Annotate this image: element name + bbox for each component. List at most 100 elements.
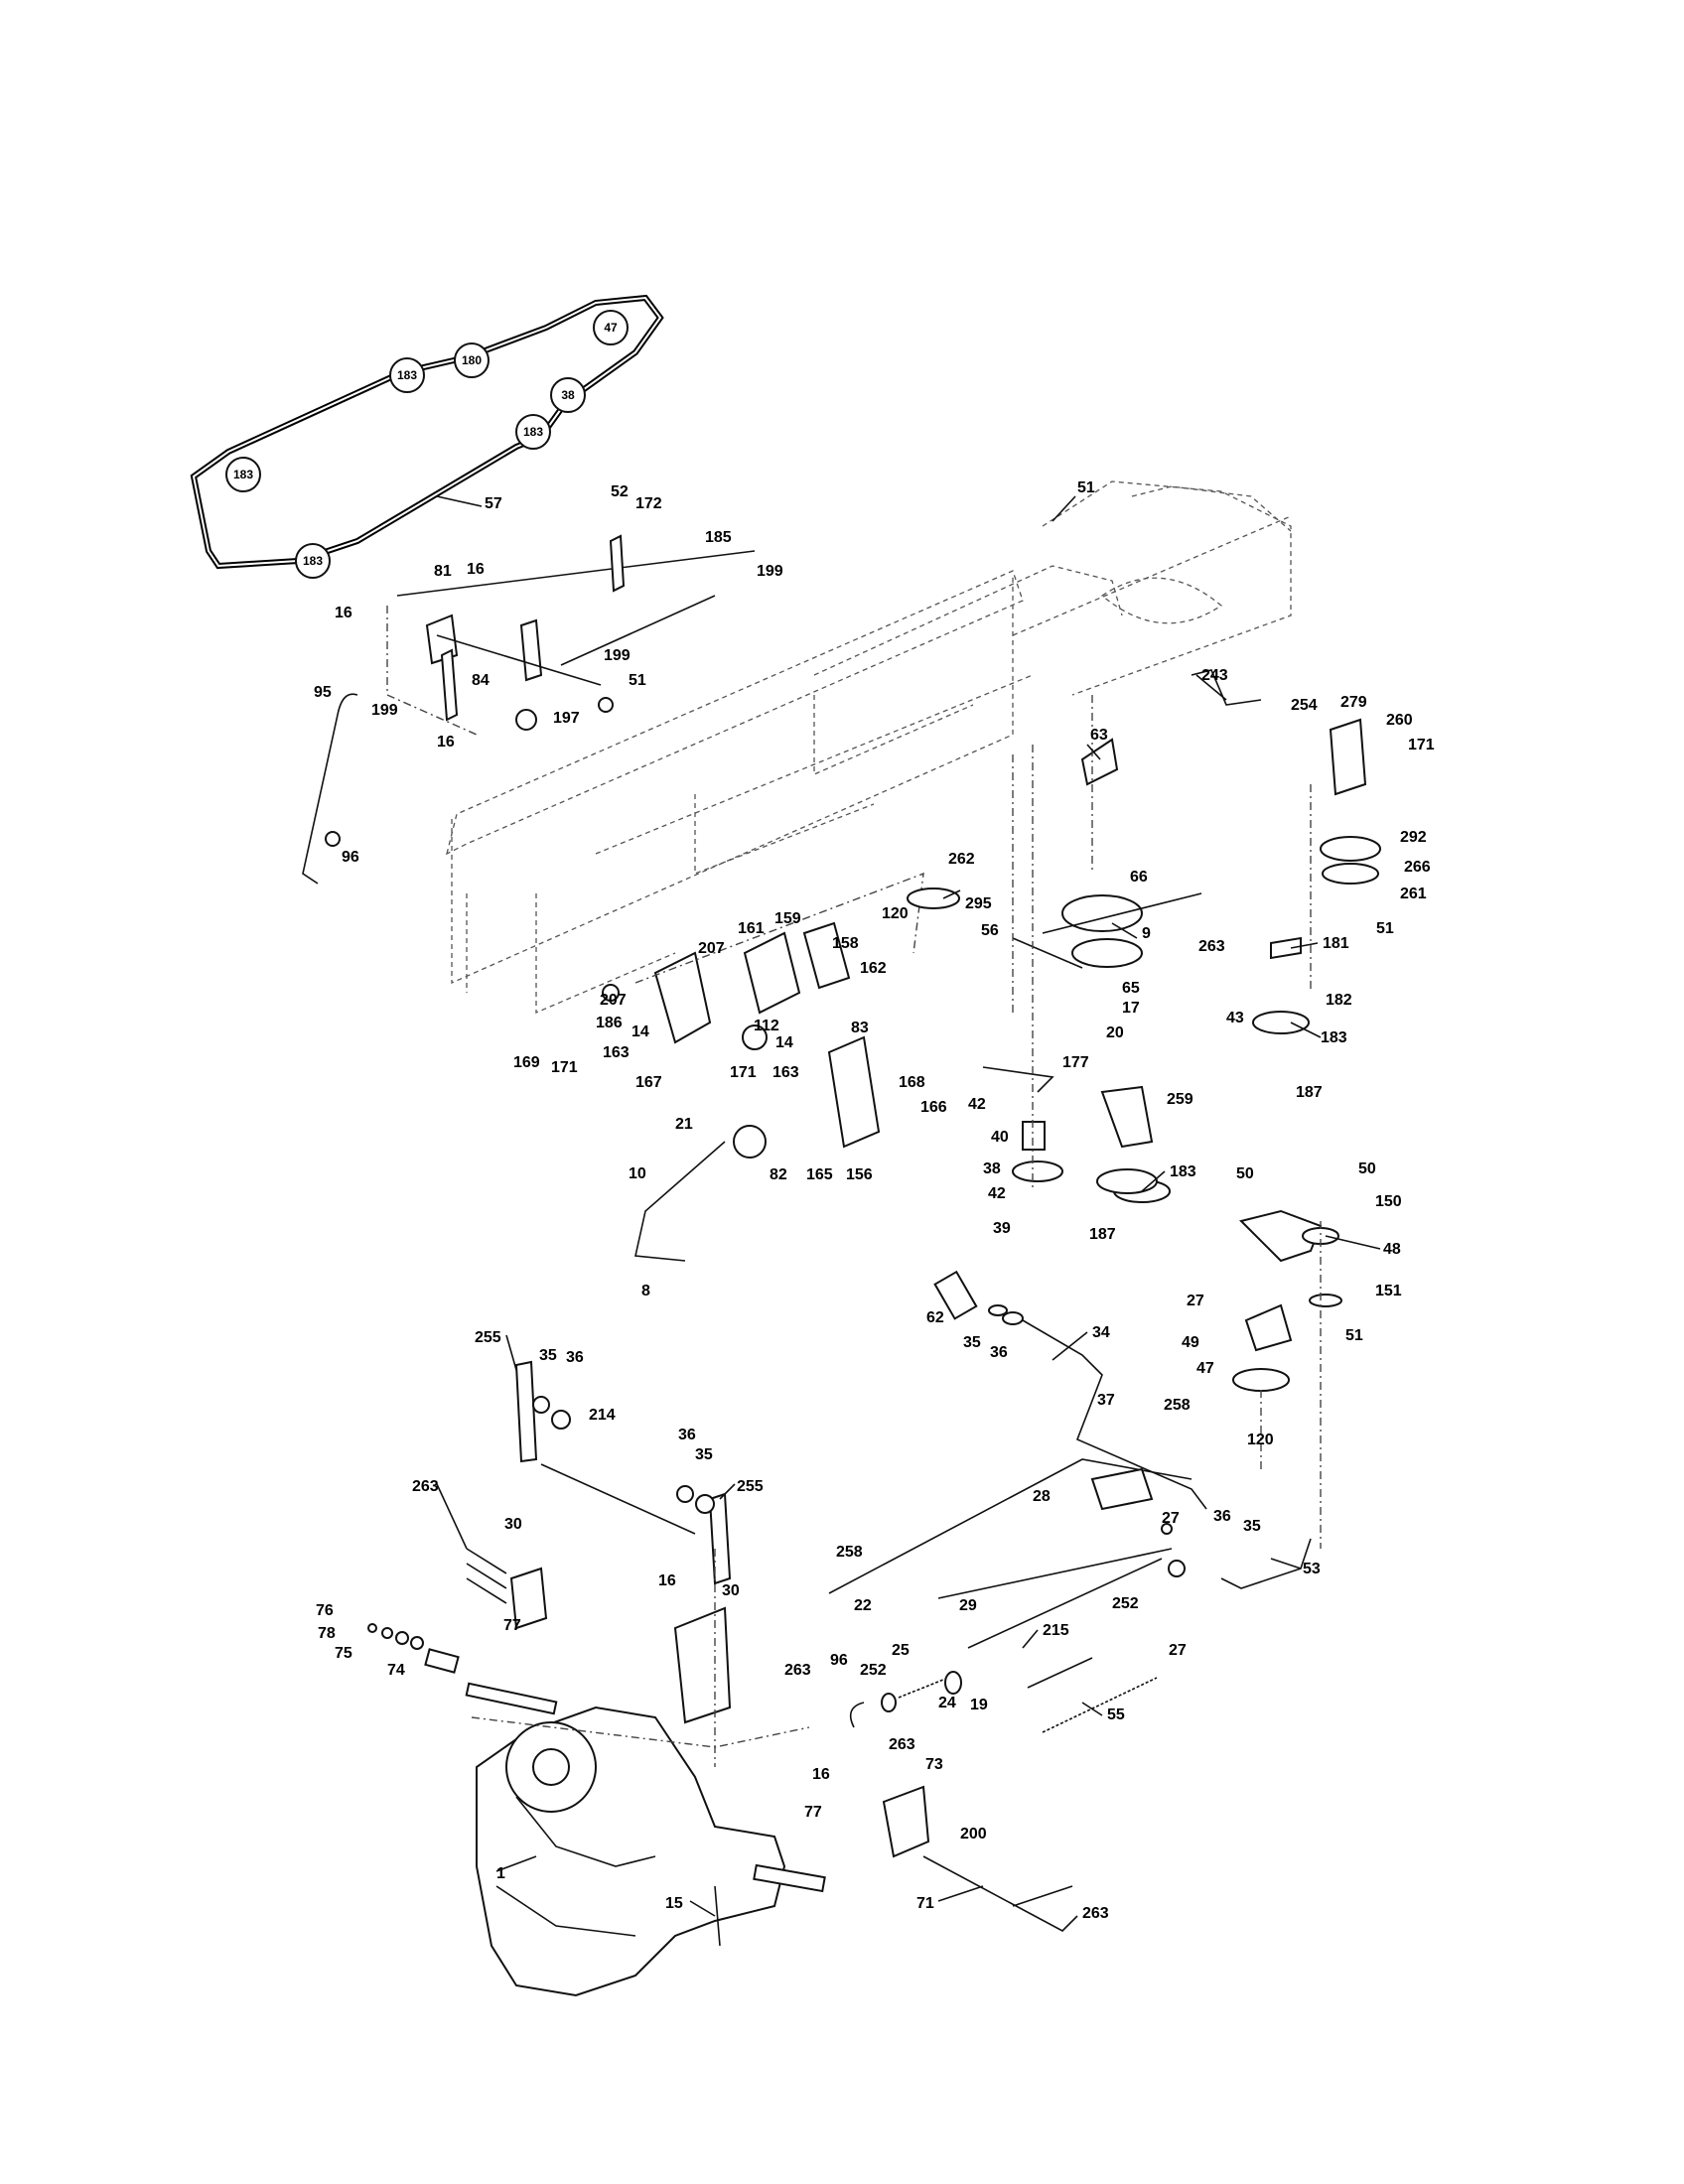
pulley-label: 183 [397,368,417,382]
pulley-label: 180 [462,353,482,367]
callout: 14 [632,1024,649,1040]
callout: 75 [335,1645,352,1662]
callout: 263 [1082,1905,1109,1922]
callout: 261 [1400,886,1427,902]
pulley-idler [295,543,331,579]
callout: 183 [1321,1029,1347,1046]
callout: 199 [757,563,783,580]
callout: 258 [836,1544,863,1561]
callout: 51 [1376,920,1394,937]
callout: 187 [1089,1226,1116,1243]
callout: 252 [1112,1595,1139,1612]
callout: 24 [938,1695,956,1711]
callout: 8 [641,1283,650,1299]
callout: 36 [1213,1508,1231,1525]
callout: 207 [600,992,627,1009]
callout: 262 [948,851,975,868]
drive-belt [190,294,664,570]
callout: 266 [1404,859,1431,876]
callout: 171 [730,1064,757,1081]
callout: 16 [437,734,455,751]
callout: 9 [1142,925,1151,942]
callout: 120 [882,905,909,922]
callout: 167 [635,1074,662,1091]
callout: 14 [775,1034,793,1051]
pulley-label: 183 [523,425,543,439]
brake-linkage [828,1270,1312,1932]
callout: 57 [485,495,502,512]
callout: 169 [513,1054,540,1071]
pulley-engine [454,342,490,378]
callout: 66 [1130,869,1148,886]
callout: 84 [472,672,490,689]
callout: 151 [1375,1283,1402,1299]
callout: 200 [960,1826,987,1843]
callout: 252 [860,1662,887,1679]
leader-lines [436,495,1381,1917]
callout: 35 [1243,1518,1261,1535]
callout: 35 [963,1334,981,1351]
callout: 16 [658,1572,676,1589]
callout: 30 [504,1516,522,1533]
callout: 187 [1296,1084,1323,1101]
lift-linkage [302,534,756,885]
callout: 65 [1122,980,1140,997]
callout: 50 [1236,1165,1254,1182]
callout: 48 [1383,1241,1401,1258]
callout: 207 [698,940,725,957]
callout: 263 [412,1478,439,1495]
pulley-label: 38 [561,388,575,402]
callout: 27 [1162,1510,1180,1527]
callout: 52 [611,483,629,500]
callout: 82 [770,1166,787,1183]
callout: 38 [983,1160,1001,1177]
callout: 163 [603,1044,630,1061]
callout: 20 [1106,1024,1124,1041]
callout: 47 [1196,1360,1214,1377]
callout: 22 [854,1597,872,1614]
callout: 19 [970,1697,988,1713]
callout: 35 [695,1446,713,1463]
callout: 42 [988,1185,1006,1202]
pulley-idler [515,414,551,450]
callout: 21 [675,1116,693,1133]
transaxle [465,1549,826,1997]
callout: 77 [503,1617,521,1634]
callout: 258 [1164,1397,1191,1414]
callout: 162 [860,960,887,977]
callout: 36 [678,1427,696,1443]
axle-linkage [367,1360,732,1724]
callout: 40 [991,1129,1009,1146]
callout: 166 [920,1099,947,1116]
callout: 150 [1375,1193,1402,1210]
callout: 254 [1291,697,1318,714]
callout: 71 [916,1895,934,1912]
callout: 183 [1170,1163,1196,1180]
callout: 56 [981,922,999,939]
tractor-frame [446,480,1292,1014]
callout: 83 [851,1020,869,1036]
callout: 177 [1062,1054,1089,1071]
callout: 199 [604,647,631,664]
pedal-bracket-area [602,872,924,1262]
callout: 172 [635,495,662,512]
callout: 49 [1182,1334,1199,1351]
callout: 186 [596,1015,623,1031]
pulley-47 [593,310,629,345]
callout: 36 [566,1349,584,1366]
callout: 51 [1345,1327,1363,1344]
callout: 17 [1122,1000,1140,1017]
callout: 43 [1226,1010,1244,1026]
callout: 74 [387,1662,405,1679]
callout: 50 [1358,1160,1376,1177]
callout: 16 [467,561,485,578]
callout: 259 [1167,1091,1193,1108]
callout: 168 [899,1074,925,1091]
right-idler-assembly [1096,669,1381,1549]
callout: 63 [1090,727,1108,744]
callout: 1 [496,1865,505,1882]
callout: 51 [1077,479,1095,496]
callouts: 57 52 172 185 199 81 16 16 199 84 51 95 … [314,479,1435,1922]
callout: 260 [1386,712,1413,729]
